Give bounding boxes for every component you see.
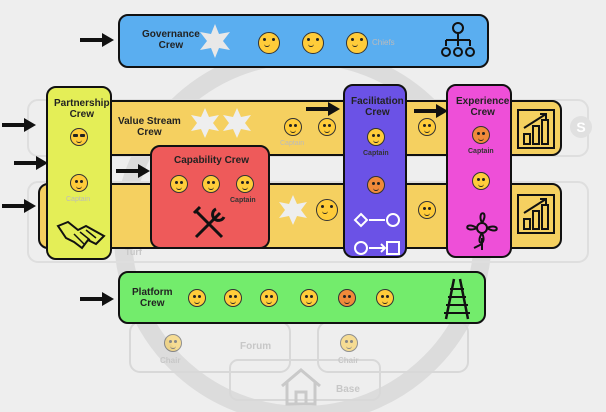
handshake-icon <box>56 220 106 250</box>
arrow-right-icon <box>414 104 448 118</box>
facilitation-face <box>367 176 385 194</box>
arrow-right-icon <box>80 292 114 306</box>
arrow-right-icon <box>116 164 150 178</box>
facilitation-crew[interactable]: Facilitation Crew Captain <box>343 84 407 258</box>
experience-face <box>472 172 490 190</box>
arrow-right-icon <box>306 102 340 116</box>
arrow-right-icon <box>14 156 48 170</box>
growth-chart-icon <box>517 109 555 149</box>
badge-star <box>279 195 307 225</box>
chief-face-2 <box>302 32 324 54</box>
platform-face-4 <box>300 289 318 307</box>
chair-left-label: Chair <box>160 356 181 365</box>
forum-label: Forum <box>240 341 272 352</box>
chair-right-face <box>340 334 358 352</box>
growth-chart-icon <box>517 194 555 234</box>
org-chart-icon <box>441 22 475 57</box>
partnership-crew-title: Partnership Crew <box>54 98 110 120</box>
governance-crew[interactable]: Governance Crew Chiefs <box>118 14 489 68</box>
arrow-right-icon <box>80 33 114 47</box>
experience-captain-face <box>472 126 490 144</box>
experience-crew[interactable]: Experience Crew Captain <box>446 84 512 258</box>
capability-face-1 <box>170 175 188 193</box>
badge-star <box>191 108 219 138</box>
value-stream-captain-face <box>284 118 302 136</box>
value-stream-captain-label: Captain <box>280 140 305 147</box>
partnership-captain-label: Captain <box>66 196 91 203</box>
chair-right-label: Chair <box>338 356 359 365</box>
turf-label: Turf <box>125 247 142 257</box>
partnership-captain-face <box>70 174 88 192</box>
chiefs-label: Chiefs <box>372 38 395 47</box>
member-face <box>418 118 436 136</box>
experience-captain-label: Captain <box>468 148 494 155</box>
arrow-right-icon <box>2 199 36 213</box>
facilitation-captain-face <box>367 128 385 146</box>
experience-crew-title: Experience Crew <box>456 96 510 118</box>
s-badge: S <box>570 116 592 138</box>
member-face <box>418 201 436 219</box>
platform-face-5 <box>338 289 356 307</box>
platform-face-2 <box>224 289 242 307</box>
railroad-icon <box>444 278 470 320</box>
flower-icon <box>466 212 498 250</box>
flowchart-icon <box>353 212 400 255</box>
facilitation-crew-title: Facilitation Crew <box>351 96 404 118</box>
member-face <box>316 199 338 221</box>
capability-crew[interactable]: Capability Crew Captain <box>150 145 270 249</box>
platform-crew[interactable]: Platform Crew <box>118 271 486 324</box>
partnership-face <box>70 128 88 146</box>
capability-captain-face <box>236 175 254 193</box>
house-icon <box>281 368 321 406</box>
member-face <box>318 118 336 136</box>
platform-face-6 <box>376 289 394 307</box>
governance-crew-title: Governance Crew <box>142 29 200 51</box>
capability-crew-title: Capability Crew <box>174 155 250 166</box>
badge-star <box>200 24 230 58</box>
partnership-crew[interactable]: Partnership Crew Captain <box>46 86 112 260</box>
platform-crew-title: Platform Crew <box>132 287 173 309</box>
chair-left-face <box>164 334 182 352</box>
chief-face-1 <box>258 32 280 54</box>
facilitation-captain-label: Captain <box>363 150 389 157</box>
base-label: Base <box>336 384 360 395</box>
platform-face-3 <box>260 289 278 307</box>
tools-icon <box>192 205 226 239</box>
value-stream-crew-title: Value Stream Crew <box>118 116 181 138</box>
capability-face-2 <box>202 175 220 193</box>
platform-face-1 <box>188 289 206 307</box>
badge-star <box>223 108 251 138</box>
arrow-right-icon <box>2 118 36 132</box>
capability-captain-label: Captain <box>230 197 256 204</box>
chief-face-3 <box>346 32 368 54</box>
